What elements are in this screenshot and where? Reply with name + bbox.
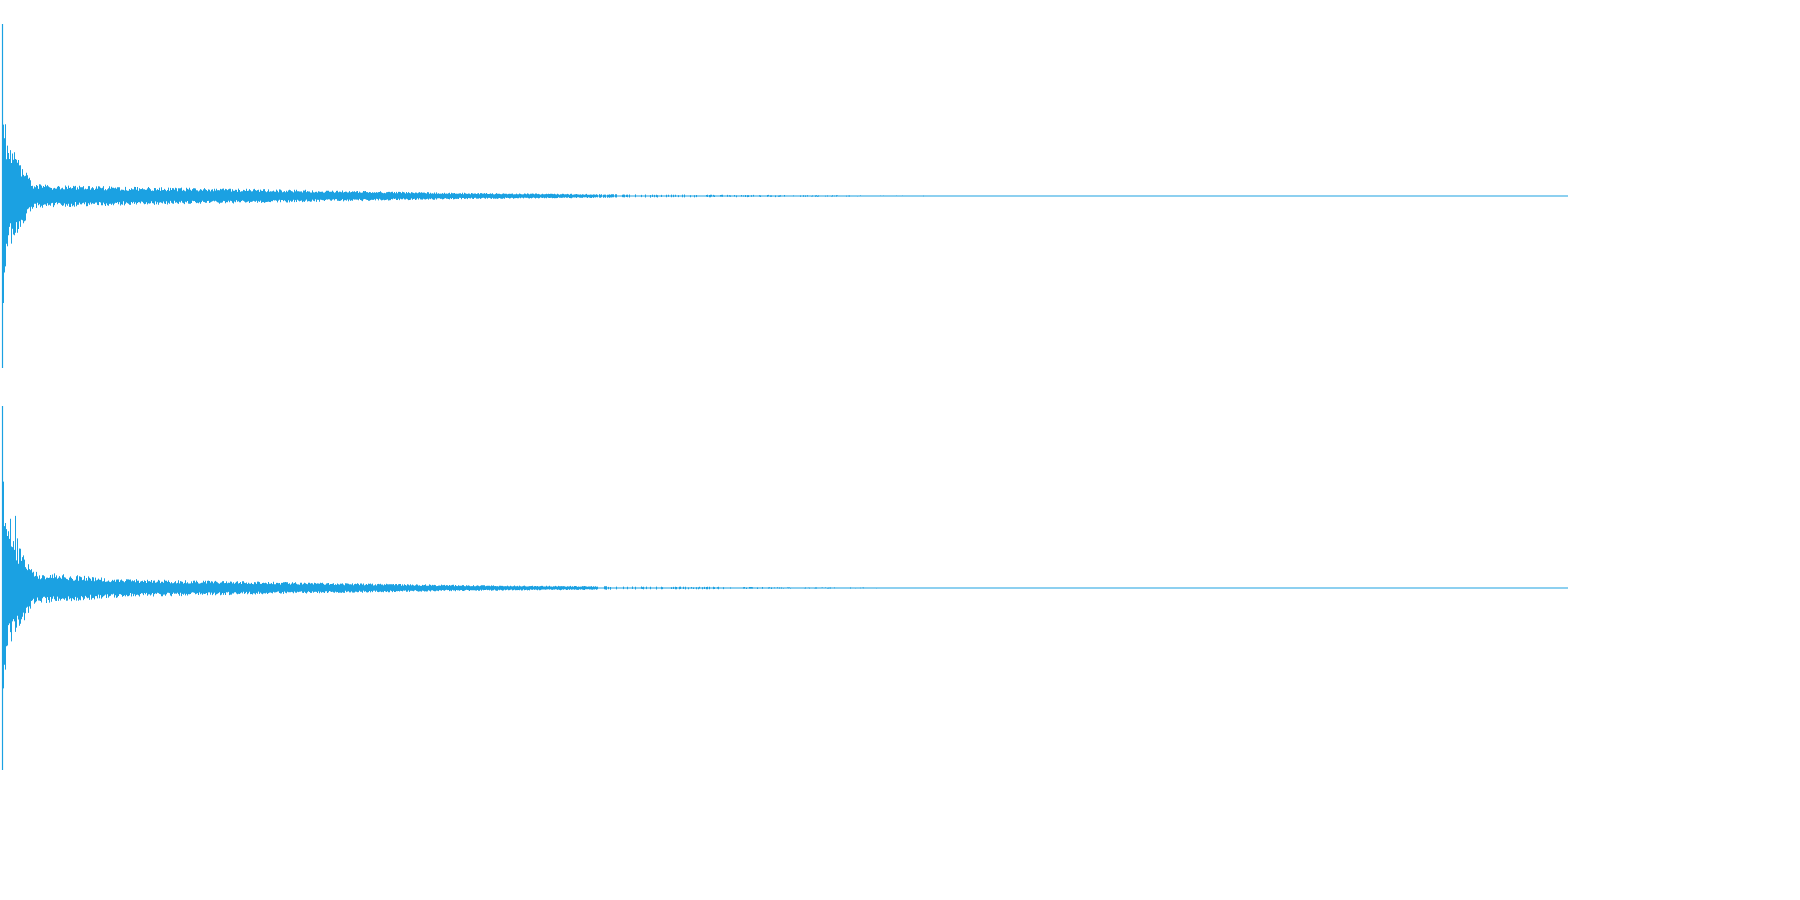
waveform-amplitude-trace <box>3 481 999 689</box>
waveform-amplitude-trace <box>3 124 948 303</box>
waveform-channel-2 <box>1 406 1568 770</box>
waveform-channel-1 <box>1 24 1568 368</box>
